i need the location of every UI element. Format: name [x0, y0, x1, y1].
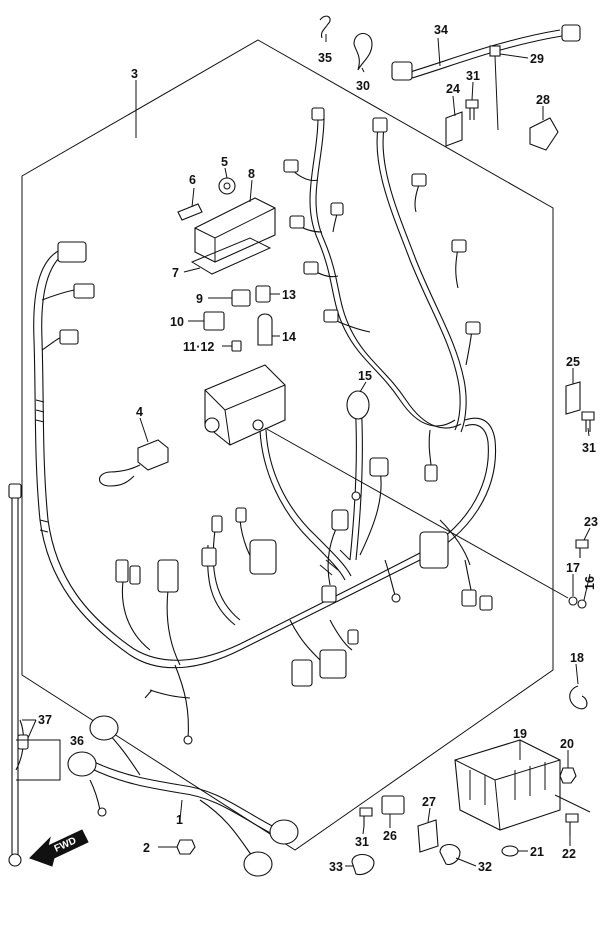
fuse-clip-6 — [177, 203, 203, 221]
callout-29: 29 — [530, 52, 544, 66]
fuse-box — [204, 364, 569, 599]
clamp-30 — [353, 32, 373, 71]
bracket-36 — [16, 739, 61, 781]
relay-9 — [231, 289, 251, 307]
callout-6: 6 — [189, 173, 196, 187]
callout-23: 23 — [584, 515, 598, 529]
callout-25: 25 — [566, 355, 580, 369]
upper-harness — [283, 107, 481, 482]
fuse-13 — [255, 285, 271, 303]
leader-lines — [27, 34, 591, 867]
callout-15: 15 — [358, 369, 372, 383]
callout-37: 37 — [38, 713, 52, 727]
callout-10: 10 — [170, 315, 184, 329]
lower-cable-1 — [67, 715, 299, 877]
callout-8: 8 — [248, 167, 255, 181]
callout-19: 19 — [513, 727, 527, 741]
battery-lead — [8, 483, 29, 867]
callout-24: 24 — [446, 82, 460, 96]
nut-2 — [176, 839, 196, 855]
clamp-32 — [439, 843, 461, 866]
boot-15 — [346, 390, 370, 420]
callout-18: 18 — [570, 651, 584, 665]
callout-35: 35 — [318, 51, 332, 65]
clip-35 — [319, 15, 331, 39]
grommet-5 — [218, 177, 236, 195]
callout-16: 16 — [583, 576, 597, 590]
bolt-31-bottom — [359, 807, 373, 826]
callout-28: 28 — [536, 93, 550, 107]
callout-30: 30 — [356, 79, 370, 93]
callout-4: 4 — [136, 405, 143, 419]
callout-27: 27 — [422, 795, 436, 809]
bracket-26 — [381, 795, 405, 815]
callout-11-12: 11·12 — [183, 340, 214, 354]
callout-2: 2 — [143, 841, 150, 855]
washer-17 — [568, 596, 578, 606]
bolt-23 — [575, 539, 589, 558]
callout-22: 22 — [562, 847, 576, 861]
callout-33: 33 — [329, 860, 343, 874]
clamp-18 — [569, 685, 588, 710]
bolt-22 — [565, 813, 579, 836]
callout-5: 5 — [221, 155, 228, 169]
cable-tie-29 — [489, 45, 501, 131]
bolt-31-top — [465, 99, 479, 120]
callout-labels: 3 5 6 8 7 9 10 11·12 13 14 4 15 34 29 35… — [38, 23, 598, 874]
assembly-outline — [21, 39, 554, 851]
clamp-33 — [351, 853, 375, 876]
cable-34 — [391, 24, 581, 81]
part-28 — [529, 117, 559, 151]
bolt-31-right — [581, 411, 595, 432]
callout-26: 26 — [383, 829, 397, 843]
callout-31-right: 31 — [582, 441, 596, 455]
callout-13: 13 — [282, 288, 296, 302]
callout-9: 9 — [196, 292, 203, 306]
callout-14: 14 — [282, 330, 296, 344]
bracket-24 — [445, 111, 463, 147]
plate-27 — [417, 819, 439, 853]
callout-3: 3 — [131, 67, 138, 81]
fuse-11-12 — [231, 340, 242, 352]
callout-17: 17 — [566, 561, 580, 575]
callout-36: 36 — [70, 734, 84, 748]
callout-34: 34 — [434, 23, 448, 37]
callout-32: 32 — [478, 860, 492, 874]
left-harness — [33, 241, 497, 669]
fuse-holder-14 — [257, 313, 273, 346]
center-harness — [115, 399, 493, 745]
callout-31-top: 31 — [466, 69, 480, 83]
bracket-25 — [565, 381, 581, 415]
relay-box-8 — [190, 197, 276, 275]
callout-7: 7 — [172, 266, 179, 280]
callout-21: 21 — [530, 845, 544, 859]
callout-20: 20 — [560, 737, 574, 751]
relay-10 — [203, 311, 225, 331]
nut-20 — [559, 767, 577, 784]
washer-16 — [577, 599, 587, 609]
callout-1: 1 — [176, 813, 183, 827]
callout-31-bottom: 31 — [355, 835, 369, 849]
nut-21 — [501, 845, 519, 857]
fwd-arrow-icon: FWD — [29, 829, 89, 867]
boot-4 — [98, 439, 169, 487]
